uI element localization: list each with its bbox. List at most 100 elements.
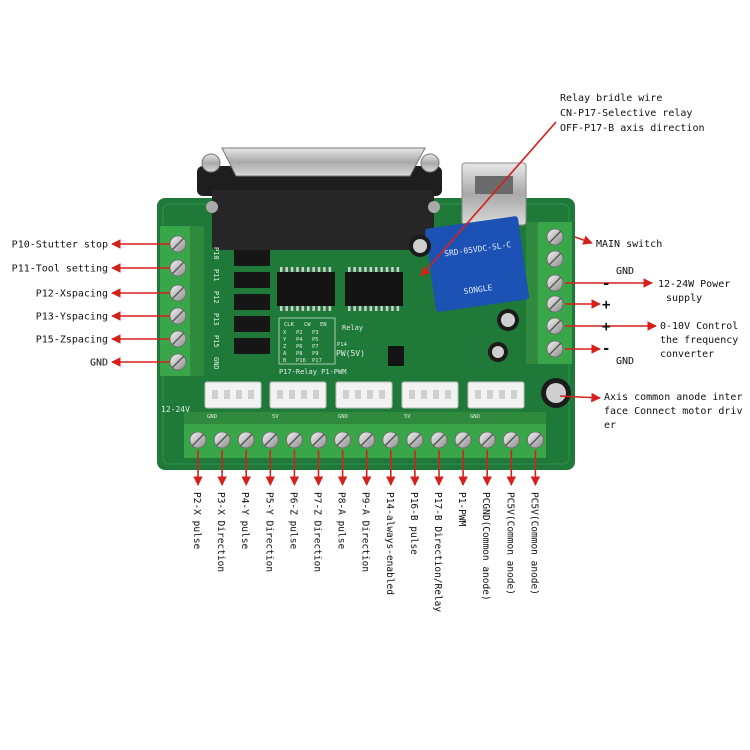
connector-silk-4: 5V — [404, 414, 411, 420]
bottom-label-14: PC5V(Common anode) — [528, 492, 539, 595]
driver-ic-left — [277, 272, 335, 306]
bottom-label-2: P4-Y pulse — [239, 492, 250, 549]
bottom-terminal-screw-8 — [382, 431, 400, 449]
bottom-terminal-screw-13 — [502, 431, 520, 449]
axis-note-line-0: Axis common anode inter — [604, 392, 742, 403]
optocoupler-row — [234, 250, 270, 354]
motor-connector-5: GND — [467, 381, 525, 420]
label-minus-top: - — [602, 276, 610, 292]
label-power-1: 12-24W Power — [658, 279, 730, 290]
left-label-2: P12-Xspacing — [36, 289, 108, 300]
left-label-0: P10-Stutter stop — [12, 240, 108, 251]
left-label-4: P15-Zspacing — [36, 335, 108, 346]
relay-note-line-1: CN-P17-Selective relay — [560, 108, 692, 119]
relay-note-line-2: OFF-P17-B axis direction — [560, 123, 705, 134]
bottom-label-8: P14-always-enabled — [384, 492, 395, 595]
motor-connector-1: GND — [204, 381, 262, 420]
left-label-3: P13-Yspacing — [36, 312, 108, 323]
silk-header: P17-Relay P1-PWM — [279, 368, 346, 376]
relay-note-line-0: Relay bridle wire — [560, 93, 662, 104]
label-control-1: 0-10V Control — [660, 321, 738, 332]
left-pin-silk-0: P10 — [212, 247, 220, 260]
relay-note-arrow — [420, 121, 557, 277]
motor-connector-3: GND — [335, 381, 393, 420]
bottom-terminal-screw-6 — [334, 431, 352, 449]
pin-table-r4c1: P16 — [296, 358, 306, 364]
label-plus-top: + — [602, 297, 610, 313]
bottom-terminal-screw-5 — [310, 431, 327, 449]
left-terminal-screw-2 — [169, 284, 187, 302]
bottom-terminal-screw-7 — [358, 431, 376, 449]
bottom-terminal-screw-4 — [285, 431, 303, 449]
right-terminal-screw-5 — [546, 340, 564, 358]
axis-note-line-2: er — [604, 420, 616, 431]
left-terminal-screw-1 — [169, 259, 187, 277]
regulator-ic — [388, 346, 404, 366]
optocoupler — [234, 294, 270, 310]
pin-table-head-cw: CW — [304, 322, 311, 328]
label-minus-bottom: - — [602, 341, 610, 357]
connector-silk-5: GND — [470, 414, 480, 420]
capacitor-small — [409, 235, 431, 257]
bottom-label-7: P9-A Direction — [360, 492, 371, 572]
driver-ic-right — [345, 272, 403, 306]
left-pin-silk-1: P11 — [212, 269, 220, 282]
usb-port — [461, 162, 527, 226]
left-pin-silk-3: P13 — [212, 313, 220, 326]
bottom-label-1: P3-X Direction — [215, 492, 226, 572]
right-terminal-screw-2 — [546, 274, 564, 292]
optocoupler — [234, 338, 270, 354]
label-gnd-top: GND — [616, 266, 634, 277]
bottom-terminal-screw-11 — [454, 431, 472, 449]
label-control-2: the frequency — [660, 335, 738, 346]
bottom-label-5: P7-Z Direction — [312, 492, 323, 572]
pin-table-r1c1: P4 — [296, 337, 303, 343]
right-terminal-block — [526, 222, 572, 364]
bottom-terminal-screw-2 — [237, 431, 255, 449]
bottom-terminal-screw-9 — [406, 431, 424, 449]
bottom-label-10: P17-B Direction/Relay — [432, 492, 443, 612]
capacitor-right-bottom — [488, 342, 508, 362]
bottom-label-11: P1-PWM — [456, 492, 467, 527]
right-terminal-screw-4 — [546, 317, 564, 335]
left-label-5: GND — [90, 358, 108, 369]
pin-table-side: P14 — [337, 342, 348, 348]
bottom-terminal-screw-0 — [189, 431, 207, 449]
optocoupler — [234, 250, 270, 266]
silk-relay-label: Relay — [342, 324, 363, 332]
axis-note-arrow — [559, 392, 601, 403]
bottom-label-0: P2-X pulse — [191, 492, 202, 549]
connector-silk-1: GND — [207, 414, 217, 420]
bottom-terminal-screw-3 — [261, 431, 279, 449]
pin-table-r4c0: B — [283, 358, 287, 364]
pin-table-head-clk: CLK — [284, 322, 295, 328]
bottom-label-6: P8-A pulse — [336, 492, 347, 549]
left-pin-silk-2: P12 — [212, 291, 220, 304]
left-terminal-screw-0 — [169, 235, 187, 253]
pin-table-r0c1: P2 — [296, 330, 303, 336]
left-pin-silk-4: P15 — [212, 335, 220, 348]
optocoupler — [234, 272, 270, 288]
bottom-label-4: P6-Z pulse — [287, 492, 298, 549]
pin-table-r4c2: P17 — [312, 358, 322, 364]
pin-table-r1c2: P5 — [312, 337, 319, 343]
right-terminal-screw-3 — [546, 295, 564, 313]
bottom-label-12: PCGND(Common anode) — [480, 492, 491, 601]
left-terminal-screw-5 — [169, 353, 187, 371]
label-plus-bottom: + — [602, 319, 610, 335]
pin-table-r2c2: P7 — [312, 344, 319, 350]
bottom-terminal-screw-14 — [527, 431, 544, 449]
pin-table-r3c0: A — [283, 351, 287, 357]
capacitor-large — [541, 378, 571, 408]
label-power-2: supply — [666, 293, 702, 304]
pin-table-r3c2: P9 — [312, 351, 319, 357]
callout-arrows — [111, 121, 657, 486]
right-arrow-main-switch — [574, 235, 593, 245]
pin-table-r2c1: P6 — [296, 344, 303, 350]
left-terminal-screw-3 — [169, 307, 187, 325]
db25-connector — [197, 147, 442, 250]
right-terminal-screw-0 — [546, 228, 564, 246]
